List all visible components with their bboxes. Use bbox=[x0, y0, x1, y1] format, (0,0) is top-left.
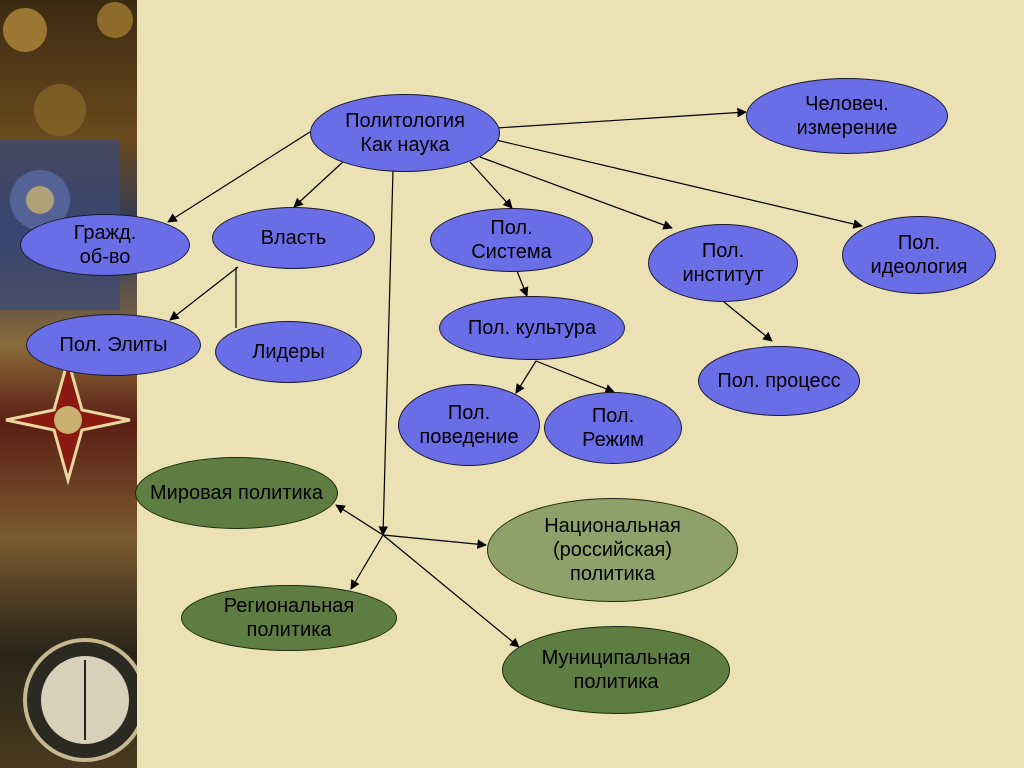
edge-hub-regional bbox=[350, 534, 384, 590]
decorative-photo-strip bbox=[0, 0, 137, 768]
node-political-culture: Пол. культура bbox=[439, 296, 625, 360]
edge-hub-municipal bbox=[382, 534, 520, 648]
node-leaders: Лидеры bbox=[215, 321, 362, 383]
node-municipal-politics: Муниципальная политика bbox=[502, 626, 730, 714]
node-political-elites: Пол. Элиты bbox=[26, 314, 201, 376]
edge-politology-human bbox=[495, 107, 747, 129]
edge-hub-national bbox=[382, 534, 487, 549]
edge-culture-behavior bbox=[515, 360, 537, 394]
edge-politology-ideology bbox=[495, 139, 863, 229]
node-human-dimension: Человеч. измерение bbox=[746, 78, 948, 154]
node-political-ideology: Пол. идеология bbox=[842, 216, 996, 294]
edge-politology-applied bbox=[378, 169, 394, 536]
edge-power-elites bbox=[169, 266, 239, 321]
node-political-institute: Пол. институт bbox=[648, 224, 798, 302]
edge-politology-civil bbox=[167, 129, 314, 223]
orders-medals-image bbox=[0, 2, 137, 762]
edge-institute-process bbox=[723, 301, 773, 342]
node-power: Власть bbox=[212, 207, 375, 269]
edge-politology-power bbox=[293, 159, 346, 208]
node-regional-politics: Региональная политика bbox=[181, 585, 397, 651]
node-political-behavior: Пол. поведение bbox=[398, 384, 540, 466]
node-politology: Политология Как наука bbox=[310, 94, 500, 172]
edge-politology-system bbox=[469, 161, 513, 209]
edge-hub-world bbox=[335, 504, 384, 536]
node-world-politics: Мировая политика bbox=[135, 457, 338, 529]
edge-politology-institute bbox=[479, 156, 673, 230]
node-national-politics: Национальная (российская) политика bbox=[487, 498, 738, 602]
node-political-process: Пол. процесс bbox=[698, 346, 860, 416]
node-political-system: Пол. Система bbox=[430, 208, 593, 272]
node-civil-society: Гражд. об-во bbox=[20, 214, 190, 276]
node-political-regime: Пол. Режим bbox=[544, 392, 682, 464]
edge-system-culture bbox=[516, 270, 529, 297]
edge-culture-regime bbox=[535, 360, 615, 394]
